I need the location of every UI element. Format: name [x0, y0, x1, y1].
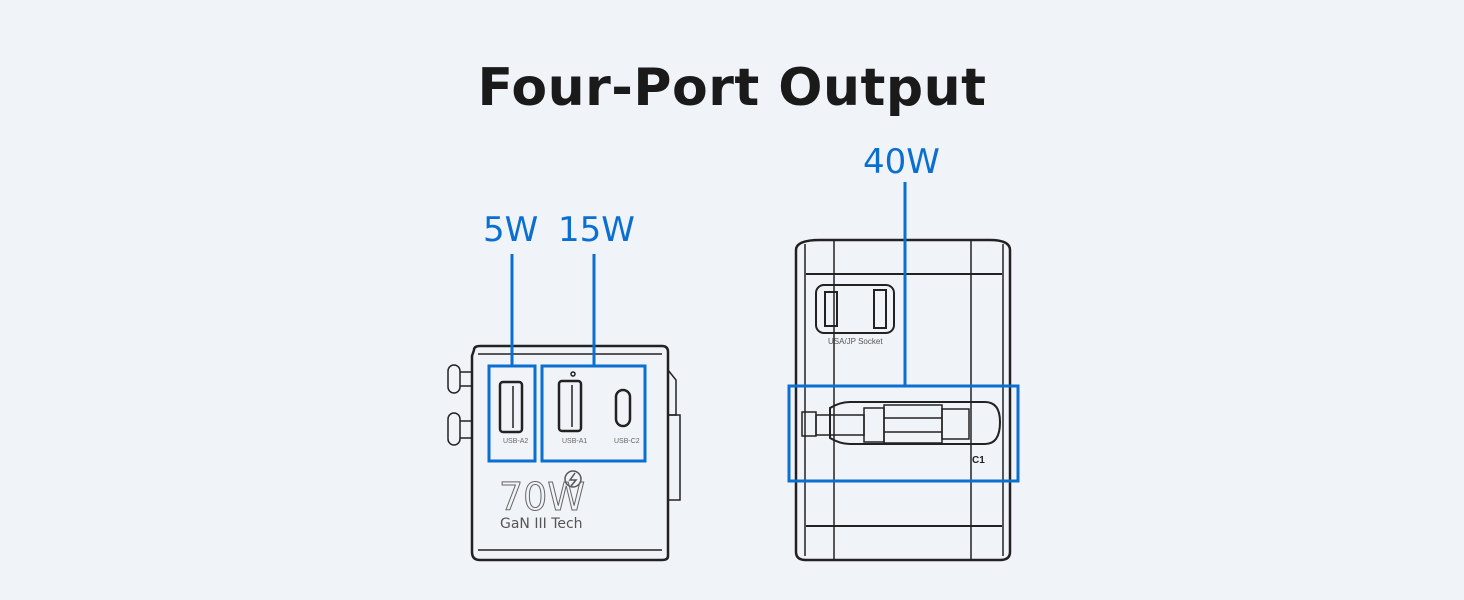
socket-label: USA/JP Socket — [828, 337, 883, 346]
port-label-usb-a2: USB-A2 — [503, 438, 528, 445]
tech-text: GaN III Tech — [500, 516, 583, 532]
plug-pins — [447, 364, 472, 446]
power-text: 70W — [499, 475, 585, 519]
label-15w: 15W — [558, 210, 635, 250]
label-5w: 5W — [483, 210, 539, 250]
lightning-icon — [564, 470, 582, 488]
retractable-cable — [801, 401, 1002, 445]
port-label-usb-a1: USB-A1 — [562, 438, 587, 445]
label-40w: 40W — [863, 142, 940, 182]
page-title: Four-Port Output — [477, 58, 987, 118]
side-device — [787, 182, 1020, 562]
front-device — [447, 254, 681, 562]
port-label-usb-c2: USB-C2 — [614, 438, 640, 445]
c1-label: C1 — [972, 455, 985, 466]
highlight-boxes — [487, 254, 647, 463]
